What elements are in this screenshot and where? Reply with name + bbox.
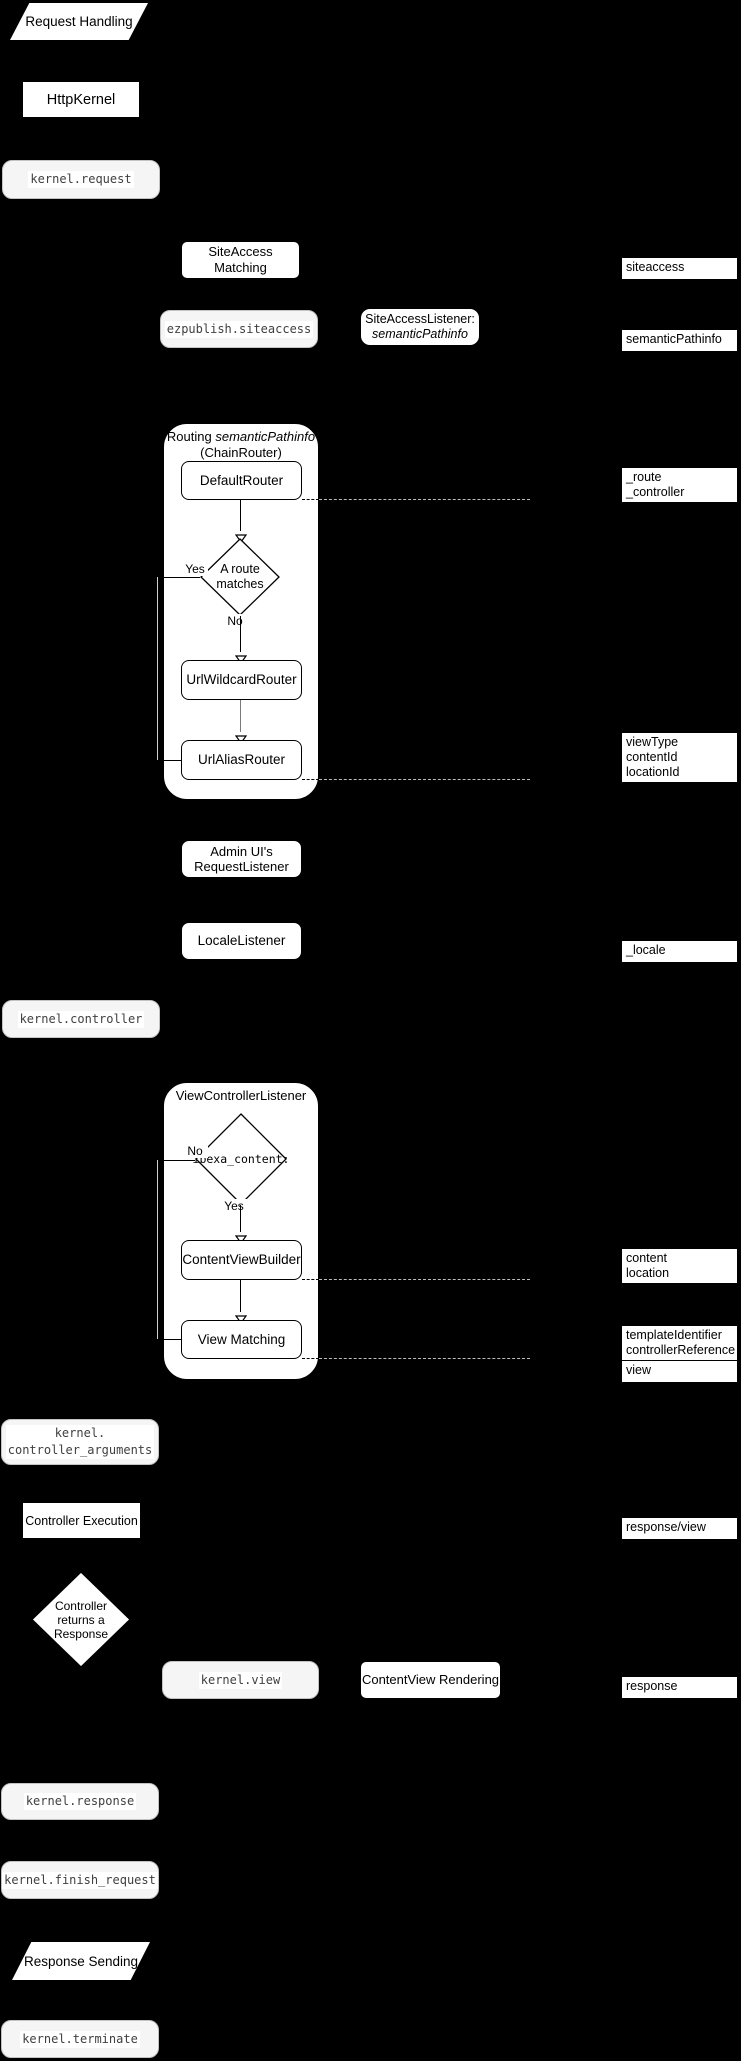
attribute-response-view: response/view [622, 1518, 737, 1539]
connector-contentviewbuilder-dashed-out [319, 1279, 530, 1280]
decision-controller-returns-response: Controller returns a Response [31, 1571, 131, 1668]
event-ezpublish-siteaccess: ezpublish.siteaccess [160, 310, 318, 348]
event-kernel-request-label: kernel.request [28, 171, 134, 188]
decision-ibexa-content: ibexa_content: [192, 1113, 290, 1205]
event-kernel-controller-label: kernel.controller [17, 1010, 145, 1028]
decision-ibexa-content-label: ibexa_content: [192, 1151, 290, 1166]
process-locale-listener-label: LocaleListener [197, 933, 286, 948]
attribute-view-params: viewType contentId locationId [622, 733, 737, 782]
container-routing-title-line2: (ChainRouter) [200, 445, 282, 460]
event-kernel-controller: kernel.controller [2, 1000, 160, 1038]
process-default-router-label: DefaultRouter [199, 472, 284, 488]
event-kernel-controller-arguments: kernel. controller_arguments [1, 1419, 159, 1465]
process-siteaccess-listener: SiteAccessListener: semanticPathinfo [360, 308, 480, 346]
event-kernel-request: kernel.request [2, 160, 160, 199]
terminator-request-handling-label: Request Handling [25, 14, 133, 29]
process-controller-execution-label: Controller Execution [25, 1513, 138, 1528]
process-content-view-builder-label: ContentViewBuilder [182, 1252, 301, 1267]
attribute-semantic-pathinfo: semanticPathinfo [622, 330, 737, 351]
arrowhead-to-viewmatching [234, 1311, 248, 1329]
terminator-response-sending: Response Sending [12, 1942, 150, 1980]
connector-urlalias-dashed [302, 779, 319, 780]
decision-route-matches: A route matches [200, 538, 280, 616]
container-routing-title: Routing semanticPathinfo (ChainRouter) [163, 429, 319, 461]
process-url-wildcard-router-label: UrlWildcardRouter [186, 672, 297, 687]
arrowhead-to-contentviewbuilder [234, 1231, 248, 1249]
connector-view-no-bottom [158, 1339, 181, 1340]
attribute-view: view [622, 1361, 737, 1382]
event-kernel-finish-request: kernel.finish_request [1, 1861, 159, 1899]
edge-label-view-no: No [182, 1144, 208, 1158]
event-kernel-terminate: kernel.terminate [1, 2020, 159, 2058]
process-default-router: DefaultRouter [181, 461, 302, 500]
connector-default-router-to-decision [240, 500, 241, 531]
container-routing-title-italic: semanticPathinfo [215, 429, 316, 444]
container-routing-title-prefix: Routing [166, 429, 212, 444]
terminator-response-sending-label: Response Sending [23, 1953, 139, 1969]
arrowhead-to-urlwildcard [234, 651, 248, 669]
event-ezpublish-siteaccess-label: ezpublish.siteaccess [164, 320, 314, 338]
connector-decision-to-urlwildcard [240, 616, 241, 652]
attribute-response: response [622, 1677, 737, 1698]
event-kernel-response: kernel.response [1, 1783, 159, 1820]
connector-view-no-vertical [157, 1160, 158, 1339]
event-kernel-finish-request-label: kernel.finish_request [2, 1871, 158, 1889]
container-view-controller-listener-title: ViewControllerListener [175, 1088, 307, 1103]
process-admin-request-listener: Admin UI's RequestListener [181, 840, 302, 878]
process-controller-execution: Controller Execution [22, 1502, 141, 1539]
event-kernel-controller-arguments-label: kernel. controller_arguments [5, 1425, 155, 1459]
process-siteaccess-listener-title: SiteAccessListener: [365, 312, 475, 326]
arrowhead-to-urlalias [234, 731, 248, 749]
event-kernel-terminate-label: kernel.terminate [20, 2030, 140, 2048]
process-view-matching-label: View Matching [197, 1331, 286, 1347]
decision-controller-returns-response-label: Controller returns a Response [53, 1598, 109, 1641]
connector-default-router-dashed [302, 499, 319, 500]
connector-decision-to-contentviewbuilder [240, 1205, 241, 1232]
connector-urlalias-dashed-out [319, 779, 530, 780]
edge-label-route-no: No [221, 614, 249, 628]
connector-route-yes-bottom [158, 760, 181, 761]
process-contentview-rendering-label: ContentView Rendering [361, 1672, 500, 1687]
attribute-siteaccess: siteaccess [622, 258, 737, 279]
connector-view-no-top [160, 1160, 195, 1161]
process-url-wildcard-router: UrlWildcardRouter [181, 660, 302, 700]
event-kernel-response-label: kernel.response [23, 1793, 137, 1810]
edge-label-view-yes: Yes [219, 1199, 249, 1213]
process-contentview-rendering: ContentView Rendering [360, 1661, 501, 1699]
process-siteaccess-matching: SiteAccess Matching [181, 241, 300, 279]
connector-route-yes-top [160, 577, 200, 578]
event-kernel-view-label: kernel.view [198, 1671, 283, 1689]
decision-route-matches-label: A route matches [216, 562, 264, 591]
terminator-request-handling: Request Handling [10, 3, 148, 40]
process-content-view-builder: ContentViewBuilder [181, 1240, 302, 1280]
attribute-content-location: content location [622, 1249, 737, 1283]
connector-default-router-dashed-out [319, 499, 530, 500]
connector-viewmatching-dashed-out [319, 1358, 530, 1359]
event-kernel-view: kernel.view [162, 1661, 319, 1699]
arrowhead-to-route-matches [234, 530, 248, 548]
connector-urlwildcard-to-urlalias [240, 700, 241, 732]
edge-label-route-yes: Yes [182, 562, 208, 576]
connector-contentviewbuilder-dashed [302, 1279, 319, 1280]
attribute-locale: _locale [622, 941, 737, 962]
process-url-alias-router: UrlAliasRouter [181, 740, 302, 780]
process-url-alias-router-label: UrlAliasRouter [197, 752, 286, 767]
process-http-kernel-label: HttpKernel [46, 91, 116, 108]
process-locale-listener: LocaleListener [181, 922, 302, 960]
process-view-matching: View Matching [181, 1320, 302, 1359]
connector-route-yes-vertical [157, 577, 158, 760]
process-siteaccess-listener-value: semanticPathinfo [372, 327, 468, 341]
process-http-kernel: HttpKernel [22, 81, 140, 118]
process-siteaccess-matching-label: SiteAccess Matching [208, 244, 273, 275]
attribute-template-controller: templateIdentifier controllerReference [622, 1326, 737, 1360]
attribute-route-controller: _route _controller [622, 468, 737, 502]
connector-viewmatching-dashed [302, 1358, 319, 1359]
connector-contentviewbuilder-to-viewmatching [240, 1280, 241, 1312]
